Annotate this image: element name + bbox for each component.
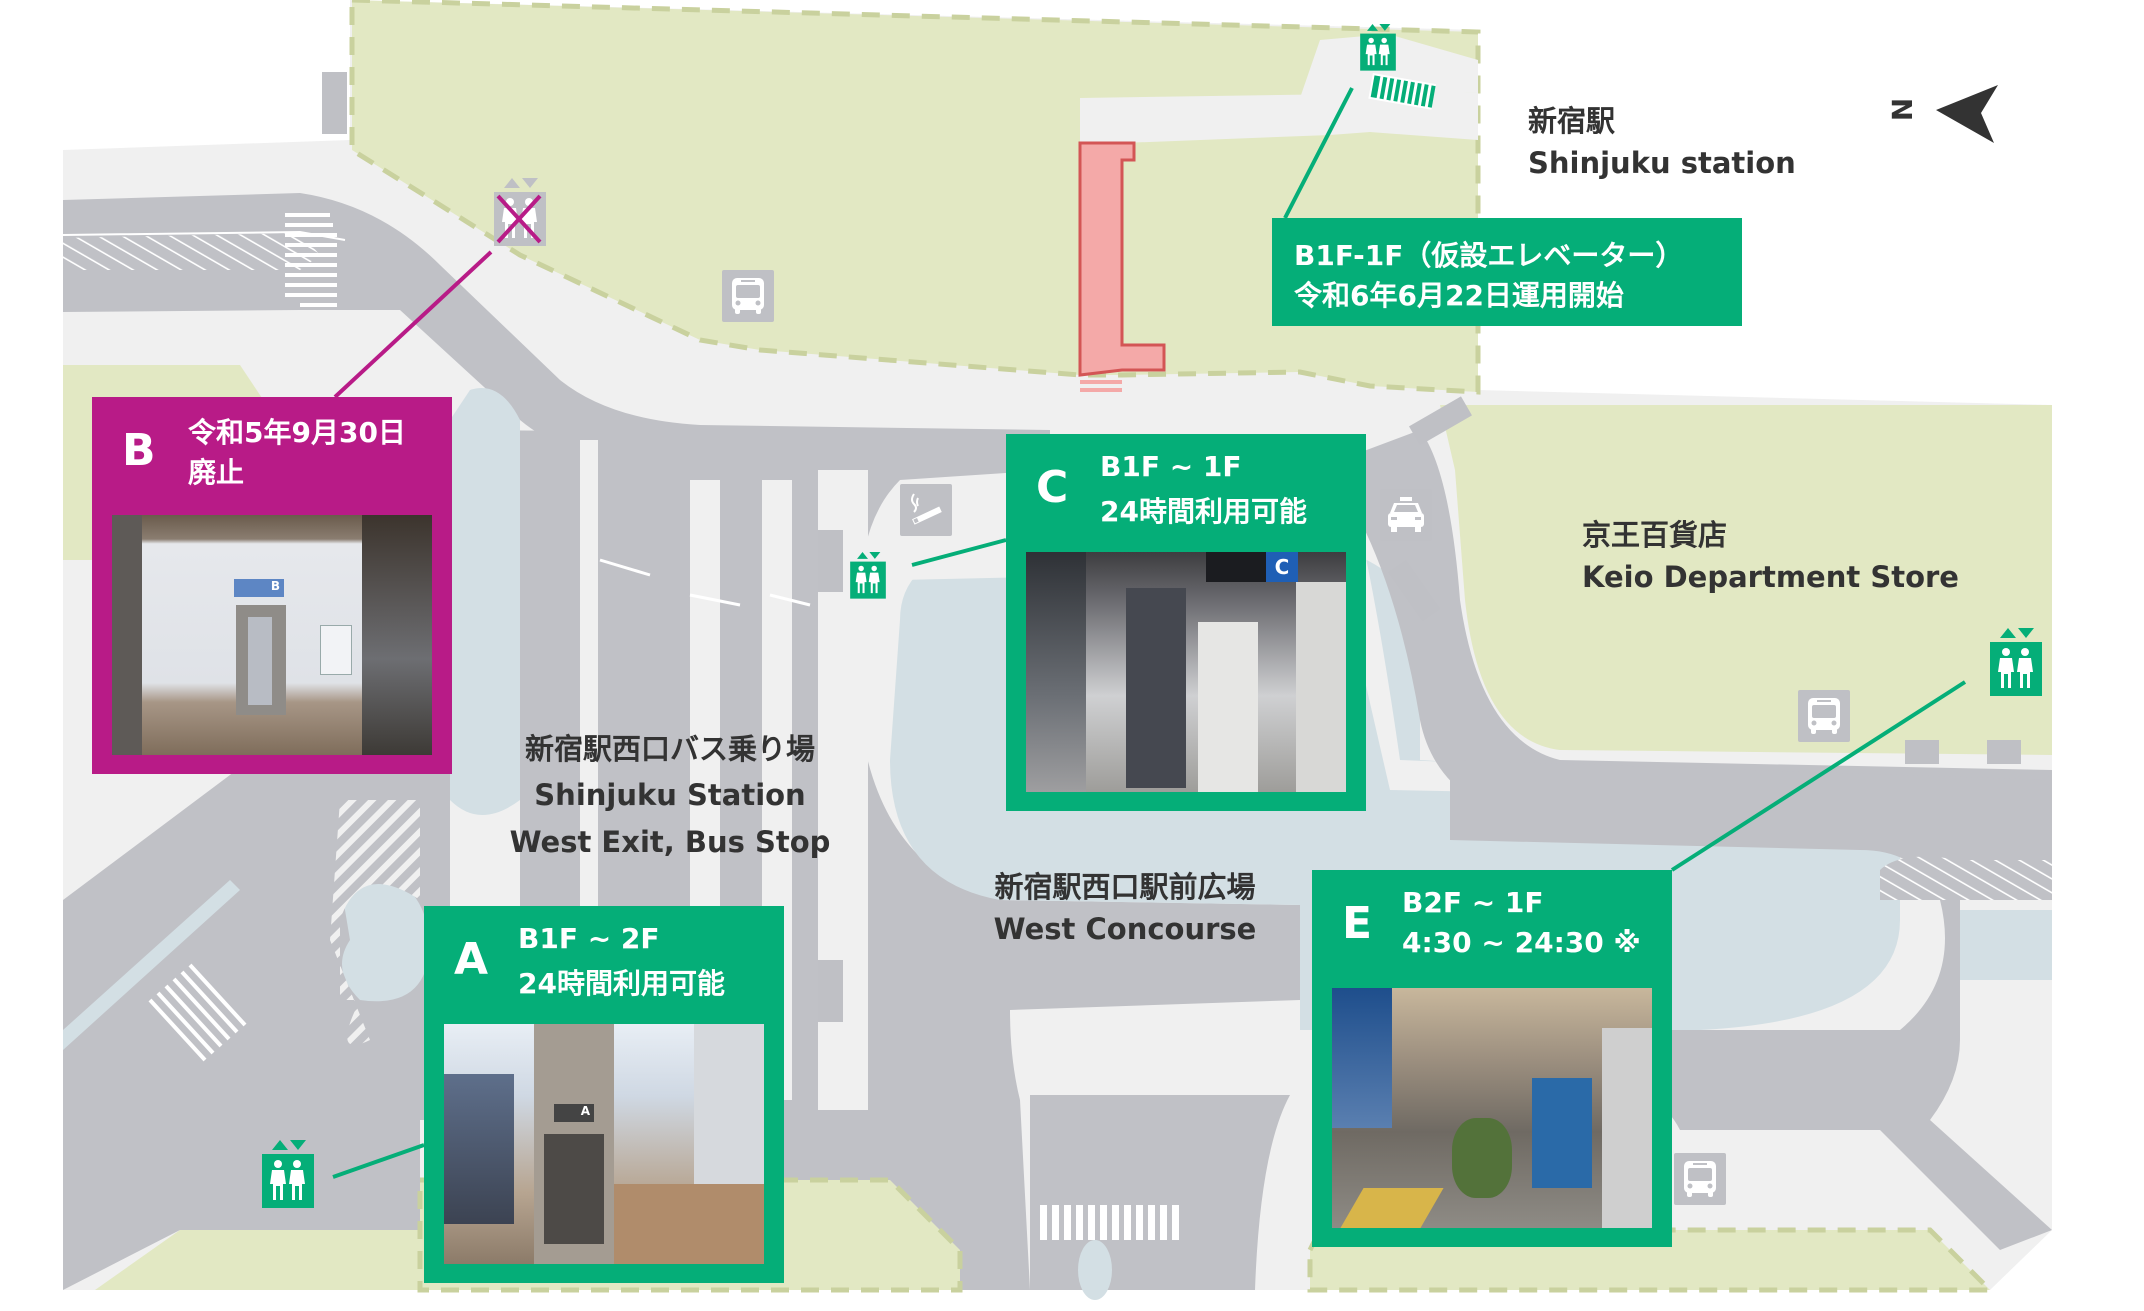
elevator-e-hours: 4:30 ~ 24:30 ※ <box>1402 926 1641 959</box>
elevator-b-closed-date: 令和5年9月30日 <box>188 416 406 449</box>
elevator-a-sign: A <box>554 1104 594 1122</box>
concourse-label-en: West Concourse <box>993 912 1257 947</box>
north-letter: N <box>1885 97 1919 122</box>
temporary-elevator-floors: B1F-1F（仮設エレベーター） <box>1294 239 1684 272</box>
elevator-a-photo: A <box>444 1024 764 1264</box>
elevator-c-hours: 24時間利用可能 <box>1100 495 1307 528</box>
concourse-label-ja: 新宿駅西口駅前広場 <box>994 870 1256 904</box>
station-label-ja: 新宿駅 <box>1528 104 1616 138</box>
station-label: 新宿駅 Shinjuku station <box>1528 100 1796 184</box>
station-label-en: Shinjuku station <box>1528 146 1796 181</box>
elevator-b-status: 廃止 <box>188 456 245 489</box>
elevator-b-sign: B <box>234 579 284 597</box>
callout-elevator-c[interactable]: C B1F ~ 1F 24時間利用可能 C <box>1006 434 1366 811</box>
elevator-icon[interactable] <box>262 1140 314 1214</box>
concourse-label: 新宿駅西口駅前広場 West Concourse <box>960 866 1290 950</box>
elevator-b-photo: B <box>112 515 432 755</box>
elevator-icon[interactable] <box>1360 24 1396 76</box>
elevator-e-photo <box>1332 988 1652 1228</box>
callout-temporary-elevator[interactable]: B1F-1F（仮設エレベーター） 令和6年6月22日運用開始 <box>1272 218 1742 326</box>
bus-stop-label-ja: 新宿駅西口バス乗り場 <box>524 732 815 766</box>
elevator-closed-icon <box>494 178 546 252</box>
elevator-icon[interactable] <box>850 552 886 604</box>
elevator-icon[interactable] <box>1990 628 2042 702</box>
elevator-a-letter: A <box>454 934 489 985</box>
bus-stop-label-en1: Shinjuku Station <box>534 778 806 813</box>
taxi-icon[interactable] <box>1380 489 1432 541</box>
callout-elevator-b[interactable]: B 令和5年9月30日 廃止 B <box>92 397 452 774</box>
elevator-c-photo: C <box>1026 552 1346 792</box>
elevator-c-letter: C <box>1036 462 1069 513</box>
north-arrow-icon <box>1936 85 1998 143</box>
keio-label: 京王百貨店 Keio Department Store <box>1582 514 1959 598</box>
elevator-c-sign: C <box>1266 552 1298 582</box>
keio-label-ja: 京王百貨店 <box>1582 518 1728 552</box>
callout-elevator-a[interactable]: A B1F ~ 2F 24時間利用可能 A <box>424 906 784 1283</box>
elevator-a-floors: B1F ~ 2F <box>518 922 660 955</box>
callout-elevator-e[interactable]: E B2F ~ 1F 4:30 ~ 24:30 ※ <box>1312 870 1672 1247</box>
keio-label-en: Keio Department Store <box>1582 560 1959 595</box>
bus-icon[interactable] <box>722 270 774 322</box>
bus-stop-label: 新宿駅西口バス乗り場 Shinjuku Station West Exit, B… <box>490 726 850 865</box>
elevator-e-letter: E <box>1342 898 1373 949</box>
bus-icon[interactable] <box>1674 1153 1726 1205</box>
elevator-a-hours: 24時間利用可能 <box>518 967 725 1000</box>
elevator-c-floors: B1F ~ 1F <box>1100 450 1242 483</box>
elevator-b-letter: B <box>122 425 156 476</box>
bus-icon[interactable] <box>1798 690 1850 742</box>
smoking-area-icon[interactable] <box>900 484 952 536</box>
elevator-e-floors: B2F ~ 1F <box>1402 886 1544 919</box>
bus-stop-label-en2: West Exit, Bus Stop <box>509 824 831 859</box>
temporary-elevator-date: 令和6年6月22日運用開始 <box>1294 279 1624 312</box>
